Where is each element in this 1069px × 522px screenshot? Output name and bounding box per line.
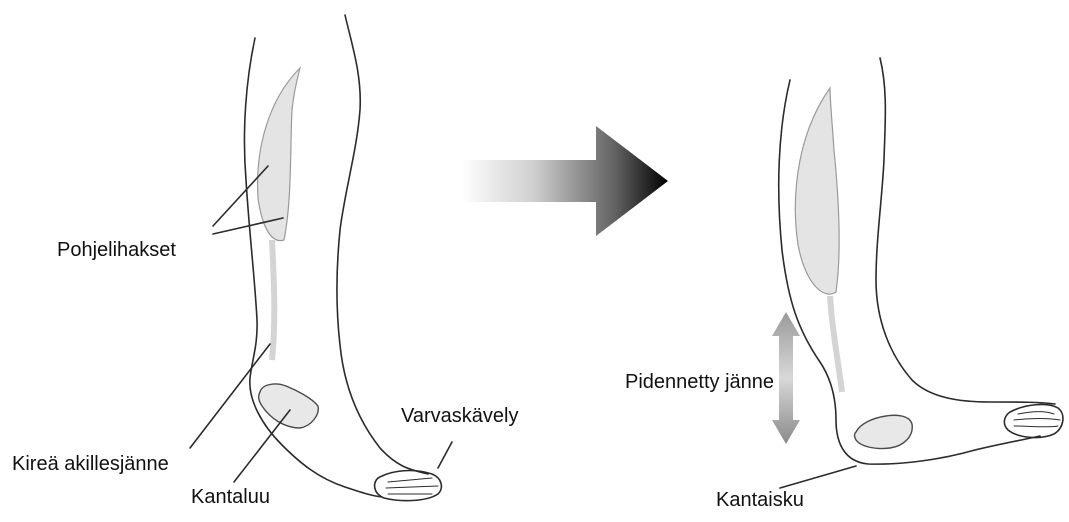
left-achilles-tendon [272, 240, 274, 360]
right-lengthened-tendon [830, 296, 842, 392]
transition-arrow [460, 126, 668, 236]
lengthened-tendon-label: Pidennetty jänne [625, 372, 774, 392]
left-leg-toes-outline [375, 471, 442, 501]
tight-achilles-label: Kireä akillesjänne [12, 454, 169, 474]
left-heel-bone [259, 384, 319, 428]
heel-strike-label: Kantaisku [716, 490, 804, 510]
right-leg-toes-outline [1004, 405, 1063, 438]
tendon-length-arrow [772, 312, 800, 444]
calf-muscles-label: Pohjelihakset [57, 240, 176, 260]
toe-walking-label: Varvaskävely [401, 406, 518, 426]
right-leg-front-outline [876, 58, 1055, 404]
left-leader-lines [190, 166, 452, 482]
left-calf-muscle [258, 68, 300, 241]
right-calf-muscle [795, 88, 839, 294]
heel-bone-label: Kantaluu [191, 487, 270, 507]
left-leg-back-outline [244, 38, 382, 497]
right-heel-bone [855, 415, 913, 448]
heel-strike-leader-line [780, 466, 856, 488]
